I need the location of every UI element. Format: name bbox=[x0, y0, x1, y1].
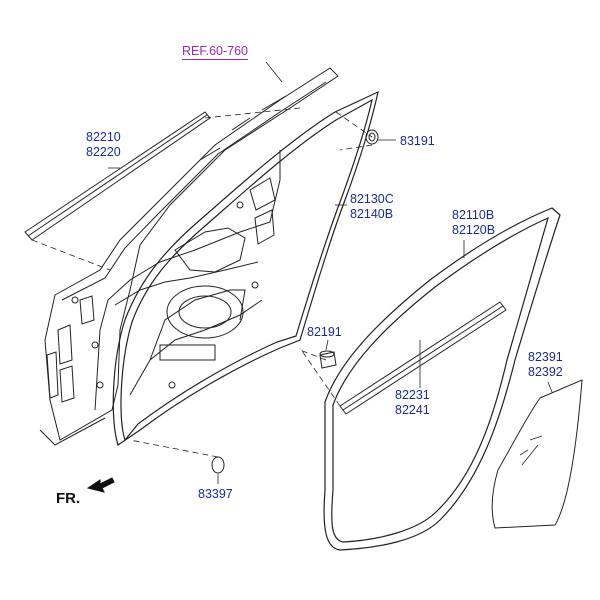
callout-plug-bottom: 83397 bbox=[198, 487, 233, 502]
door-shell bbox=[39, 67, 339, 446]
callout-line: 83397 bbox=[198, 487, 233, 501]
callout-line: 82241 bbox=[395, 403, 430, 417]
callout-line: 83191 bbox=[400, 134, 435, 148]
leader-reference bbox=[265, 61, 283, 83]
inner-seal-part bbox=[339, 301, 507, 415]
callout-line: 82191 bbox=[307, 325, 342, 339]
callout-line: 82391 bbox=[528, 350, 563, 364]
body-side-seal-part bbox=[112, 90, 379, 446]
bumper-part bbox=[319, 350, 337, 369]
dashed-reference-lines bbox=[31, 107, 373, 458]
callout-inner-seal: 82231 82241 bbox=[395, 388, 430, 418]
reference-label: REF.60-760 bbox=[182, 44, 249, 60]
plug-top-part bbox=[365, 129, 379, 145]
callout-line: 82120B bbox=[452, 223, 496, 237]
front-direction-label: FR. bbox=[56, 490, 81, 507]
film-part bbox=[491, 379, 583, 529]
callout-line: 82140B bbox=[350, 207, 394, 221]
callout-line: 82130C bbox=[350, 192, 394, 206]
door-weatherstrip-part bbox=[323, 207, 561, 551]
belt-molding-part bbox=[24, 111, 211, 241]
callout-line: 82392 bbox=[528, 365, 563, 379]
leader-lines bbox=[108, 61, 553, 484]
callout-belt-molding: 82210 82220 bbox=[86, 130, 121, 160]
callout-door-weatherstrip: 82110B 82120B bbox=[452, 208, 495, 238]
callout-line: 82110B bbox=[452, 208, 495, 222]
callout-line: 82220 bbox=[86, 145, 121, 159]
leader-bumper bbox=[325, 339, 329, 351]
callout-plug-top: 83191 bbox=[400, 134, 435, 149]
callout-line: 82231 bbox=[395, 388, 430, 402]
callout-bumper: 82191 bbox=[307, 325, 342, 340]
front-arrow-icon bbox=[86, 477, 115, 493]
leader-film bbox=[547, 381, 553, 393]
callout-film: 82391 82392 bbox=[528, 350, 563, 380]
callout-body-side-seal: 82130C 82140B bbox=[350, 192, 394, 222]
plug-bottom-part bbox=[211, 456, 225, 474]
callout-line: 82210 bbox=[86, 130, 121, 144]
